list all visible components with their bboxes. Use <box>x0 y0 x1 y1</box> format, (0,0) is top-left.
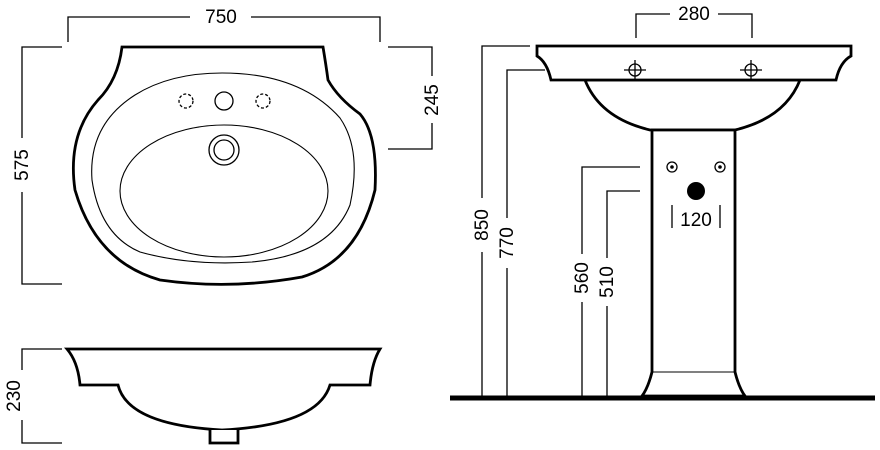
dim-280-line <box>635 13 753 38</box>
dim-510-label: 510 <box>597 266 618 298</box>
dim-120-line <box>671 205 721 228</box>
right-supply-icon <box>714 161 726 173</box>
dim-770-label: 770 <box>497 227 518 259</box>
right-tap-hole-icon <box>255 93 271 109</box>
side-view: 230 <box>4 347 383 445</box>
basin-rim-inner <box>91 72 355 264</box>
right-tap-icon <box>740 60 762 80</box>
dim-575-line <box>21 46 62 285</box>
dim-510-line <box>606 190 640 396</box>
dim-850-label: 850 <box>472 209 493 241</box>
left-tap-hole-icon <box>178 93 194 109</box>
dim-560-label: 560 <box>572 262 593 294</box>
basin-side-outline <box>63 347 383 432</box>
basin-top-outline <box>71 45 377 286</box>
basin-bowl-front <box>582 78 803 132</box>
dim-280-label: 280 <box>678 4 710 25</box>
dim-245-label: 245 <box>422 84 443 116</box>
dim-245-line <box>388 46 433 150</box>
dim-575-label: 575 <box>12 149 33 181</box>
drain-outer-icon <box>208 134 240 166</box>
dim-750-label: 750 <box>205 7 237 28</box>
right-supply-dot <box>718 165 722 169</box>
top-view: 750 575 245 <box>12 7 443 286</box>
front-view: 280 120 850 770 560 510 <box>450 4 875 401</box>
center-tap-hole-icon <box>214 91 234 111</box>
basin-rim-front <box>535 44 853 82</box>
dim-120-label: 120 <box>680 210 712 231</box>
waste-outlet-icon <box>687 182 705 200</box>
pedestal-column <box>639 128 748 398</box>
dim-230-label: 230 <box>4 380 25 412</box>
dim-770-line <box>506 69 545 396</box>
dim-560-line <box>581 166 640 396</box>
dim-850-line <box>481 45 530 396</box>
left-tap-icon <box>624 60 646 80</box>
dim-750-line <box>67 16 381 42</box>
left-supply-dot <box>670 165 674 169</box>
drain-spigot <box>208 430 240 445</box>
dim-230-line <box>21 348 62 444</box>
left-supply-icon <box>666 161 678 173</box>
bowl-outline <box>119 124 329 258</box>
drain-inner-icon <box>213 139 235 161</box>
